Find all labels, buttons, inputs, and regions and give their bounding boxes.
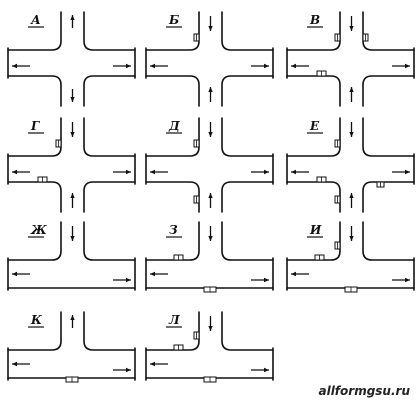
- intersection-diagram-8: З: [145, 221, 274, 293]
- curb-se: [362, 75, 415, 107]
- intersection-diagram-11: Л: [145, 311, 274, 383]
- curb-sw: [145, 181, 200, 213]
- curb-sw: [286, 181, 341, 213]
- curb-sw: [7, 181, 62, 213]
- curb-se: [83, 181, 136, 213]
- diagram-label: Е: [309, 119, 320, 133]
- curb-se: [221, 75, 274, 107]
- curb-sw: [286, 75, 341, 107]
- diagram-label: К: [30, 313, 43, 327]
- intersection-diagram-9: И: [286, 221, 415, 293]
- curb-se: [221, 181, 274, 213]
- diagram-label: Д: [168, 119, 180, 133]
- intersection-diagram-6: Е: [286, 117, 415, 213]
- diagram-label: Г: [30, 119, 40, 133]
- curb-ne: [362, 117, 415, 157]
- curb-nw: [7, 11, 62, 51]
- diagram-label: З: [169, 223, 178, 237]
- curb-nw: [7, 311, 62, 351]
- curb-ne: [362, 11, 415, 51]
- diagram-label: Б: [168, 13, 179, 27]
- intersection-diagram-4: Г: [7, 117, 136, 213]
- curb-sw: [145, 75, 200, 107]
- diagram-label: А: [30, 13, 41, 27]
- watermark: allformgsu.ru: [318, 384, 410, 398]
- curb-ne: [221, 221, 274, 261]
- curb-ne: [83, 311, 136, 351]
- curb-ne: [221, 11, 274, 51]
- curb-ne: [83, 221, 136, 261]
- intersection-diagram-3: В: [286, 11, 415, 107]
- intersection-diagram-5: Д: [145, 117, 274, 213]
- diagram-label: В: [309, 13, 320, 27]
- curb-sw: [7, 75, 62, 107]
- curb-nw: [286, 221, 341, 261]
- intersection-diagram-1: А: [7, 11, 136, 107]
- curb-ne: [83, 11, 136, 51]
- curb-se: [362, 181, 415, 213]
- curb-ne: [83, 117, 136, 157]
- intersection-diagram-7: Ж: [7, 221, 136, 291]
- curb-ne: [221, 311, 274, 351]
- curb-se: [83, 75, 136, 107]
- diagram-label: Л: [168, 313, 180, 327]
- diagram-label: И: [309, 223, 322, 237]
- intersection-diagram-10: К: [7, 311, 136, 383]
- curb-nw: [145, 221, 200, 261]
- curb-nw: [7, 221, 62, 261]
- curb-ne: [221, 117, 274, 157]
- curb-nw: [145, 311, 200, 351]
- intersection-diagram-2: Б: [145, 11, 274, 107]
- curb-ne: [362, 221, 415, 261]
- diagram-label: Ж: [30, 223, 47, 237]
